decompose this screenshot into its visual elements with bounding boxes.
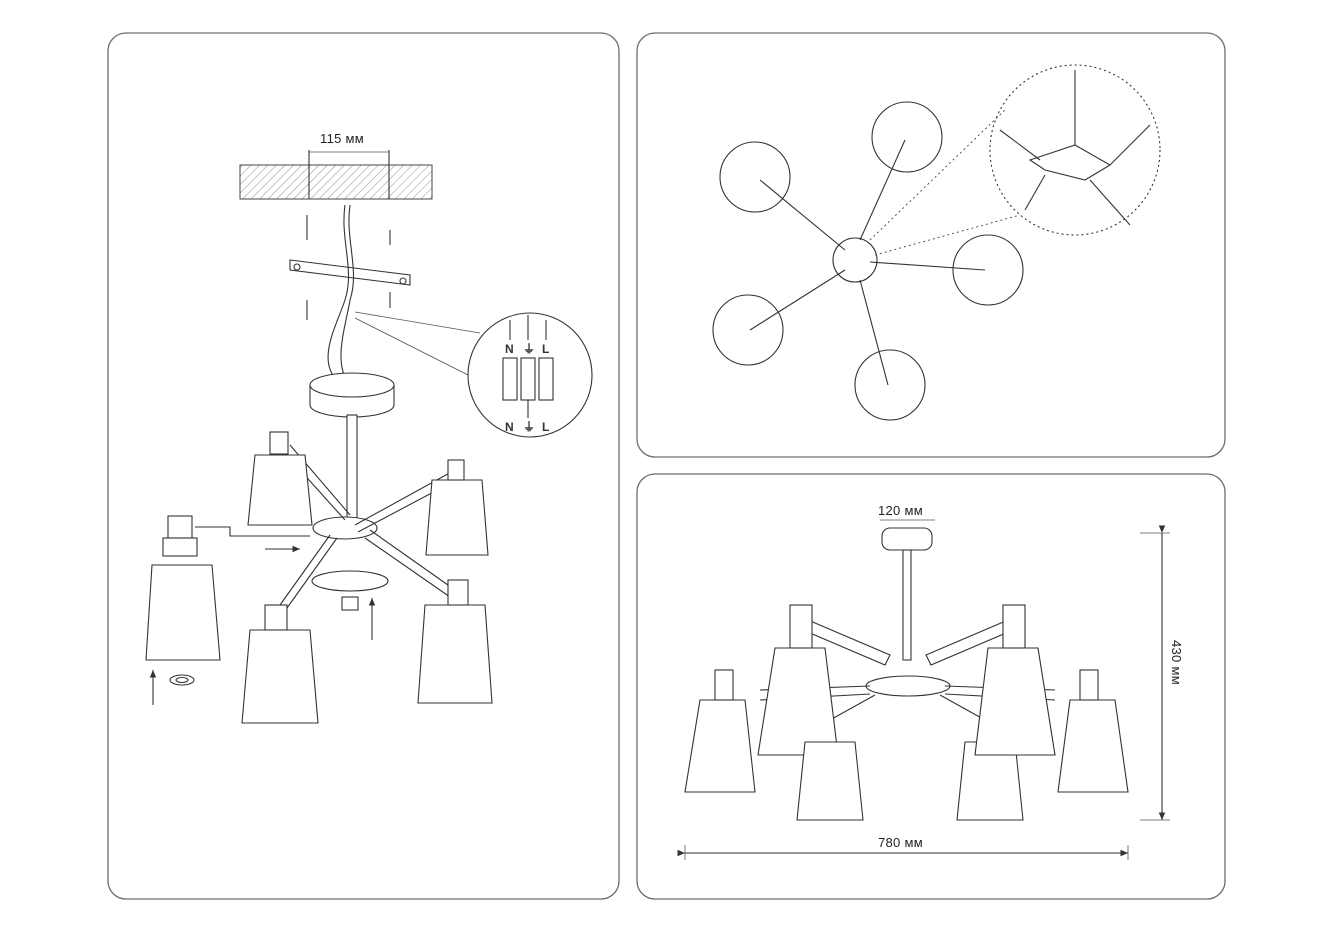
canopy-width-label: 120 мм [878, 503, 923, 518]
terminal-ground-bottom: ⏚ [523, 420, 535, 434]
height-label: 430 мм [1169, 640, 1184, 685]
terminal-l-top: L [542, 342, 549, 356]
top-view-panel [636, 32, 1226, 458]
terminal-ground-top: ⏚ [523, 342, 535, 356]
top-view-diagram [712, 64, 1161, 421]
width-label: 780 мм [878, 835, 923, 850]
terminal-block-detail: N ⏚ L N ⏚ L [467, 312, 593, 438]
ceiling-block [239, 150, 433, 200]
terminal-n-top: N [505, 342, 514, 356]
dimensions-panel [636, 473, 1226, 900]
mount-width-label: 115 мм [320, 131, 364, 146]
mounting-bracket [289, 204, 411, 391]
terminal-l-bottom: L [542, 420, 549, 434]
terminal-n-bottom: N [505, 420, 514, 434]
exploded-chandelier [145, 372, 493, 724]
installation-panel [107, 32, 620, 900]
dimension-diagram [677, 519, 1170, 860]
